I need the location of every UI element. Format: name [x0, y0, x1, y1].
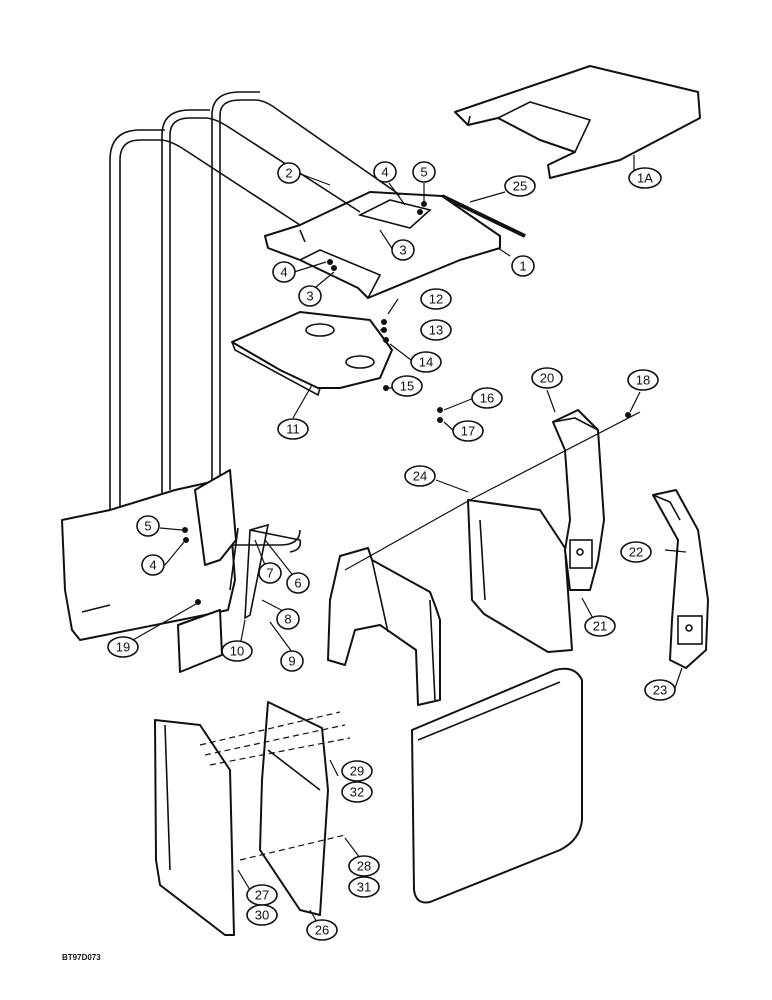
callout-4-top: 4 — [373, 161, 397, 183]
part-25-bar — [441, 194, 526, 238]
hardware-dots — [182, 201, 631, 605]
callout-3-left: 3 — [298, 285, 322, 307]
callout-4-lower-label: 4 — [149, 558, 156, 573]
callout-32: 32 — [341, 781, 373, 803]
callout-29-label: 29 — [350, 764, 364, 779]
callout-5-top-label: 5 — [420, 165, 427, 180]
callout-1-label: 1 — [519, 259, 526, 274]
callout-28-label: 28 — [357, 859, 371, 874]
callout-30: 30 — [246, 904, 278, 926]
callout-26-label: 26 — [315, 923, 329, 938]
part-11-panel — [231, 311, 393, 397]
callout-8: 8 — [276, 608, 300, 630]
leader-lines — [132, 155, 687, 925]
callout-20: 20 — [531, 367, 563, 389]
callout-1: 1 — [511, 255, 535, 277]
callout-9: 9 — [280, 650, 304, 672]
window-panel — [411, 667, 583, 904]
pipe-set — [109, 91, 401, 556]
callout-13-label: 13 — [429, 323, 443, 338]
callout-32-label: 32 — [350, 785, 364, 800]
callout-8-label: 8 — [284, 612, 291, 627]
callout-25-label: 25 — [513, 179, 527, 194]
callout-5-left-label: 5 — [144, 519, 151, 534]
callout-26: 26 — [306, 919, 338, 941]
callout-9-label: 9 — [288, 654, 295, 669]
callout-24: 24 — [404, 465, 436, 487]
callout-27: 27 — [246, 884, 278, 906]
callout-15-label: 15 — [400, 379, 414, 394]
callout-17: 17 — [452, 420, 484, 442]
callout-5-left: 5 — [136, 515, 160, 537]
callout-3-left-label: 3 — [306, 289, 313, 304]
callout-18-label: 18 — [636, 373, 650, 388]
callout-31: 31 — [348, 876, 380, 898]
callout-3-right: 3 — [391, 239, 415, 261]
part-20-21-pillar — [552, 409, 605, 591]
part-22-23-pillar — [652, 489, 709, 669]
callout-3-right-label: 3 — [399, 243, 406, 258]
callout-12-label: 12 — [429, 292, 443, 307]
callout-22-label: 22 — [629, 545, 643, 560]
callout-11-label: 11 — [286, 422, 300, 437]
callout-13: 13 — [420, 319, 452, 341]
callout-29: 29 — [341, 760, 373, 782]
part-26-panel — [259, 701, 329, 916]
callout-4-lower: 4 — [141, 554, 165, 576]
callout-25: 25 — [504, 175, 536, 197]
callout-17-label: 17 — [461, 424, 475, 439]
callout-30-label: 30 — [255, 908, 269, 923]
callout-27-label: 27 — [255, 888, 269, 903]
callout-19: 19 — [107, 636, 139, 658]
callout-16-label: 16 — [480, 391, 494, 406]
callout-16: 16 — [471, 387, 503, 409]
callout-18: 18 — [627, 369, 659, 391]
fastener-lines — [199, 411, 641, 861]
callout-14-label: 14 — [419, 355, 433, 370]
callout-19-label: 19 — [116, 640, 130, 655]
callout-1a: 1A — [628, 167, 662, 189]
callout-4-left: 4 — [272, 261, 296, 283]
callout-5-top: 5 — [412, 161, 436, 183]
callout-11: 11 — [277, 418, 309, 440]
callout-14: 14 — [410, 351, 442, 373]
callout-12: 12 — [420, 288, 452, 310]
callout-20-label: 20 — [540, 371, 554, 386]
callout-4-left-label: 4 — [280, 265, 287, 280]
callout-7: 7 — [258, 562, 282, 584]
reference-code: BT97D073 — [62, 953, 101, 962]
center-frame — [327, 547, 441, 706]
callout-22: 22 — [620, 541, 652, 563]
part-1a-plate — [454, 65, 701, 179]
callout-10-label: 10 — [230, 644, 244, 659]
callout-28: 28 — [348, 855, 380, 877]
part-24-back-panel — [467, 499, 573, 653]
callout-21: 21 — [584, 615, 616, 637]
callout-23-label: 23 — [653, 683, 667, 698]
callout-2: 2 — [277, 162, 301, 184]
part-1-plate — [264, 191, 501, 299]
callout-6: 6 — [286, 572, 310, 594]
callout-31-label: 31 — [357, 880, 371, 895]
callout-1a-label: 1A — [637, 171, 653, 186]
callout-10: 10 — [221, 640, 253, 662]
part-27-30-panel — [154, 719, 235, 936]
callout-23: 23 — [644, 679, 676, 701]
callout-24-label: 24 — [413, 469, 427, 484]
callout-15: 15 — [391, 375, 423, 397]
callout-4-top-label: 4 — [381, 165, 388, 180]
callout-6-label: 6 — [294, 576, 301, 591]
callout-2-label: 2 — [285, 166, 292, 181]
callout-21-label: 21 — [593, 619, 607, 634]
callout-7-label: 7 — [266, 566, 273, 581]
